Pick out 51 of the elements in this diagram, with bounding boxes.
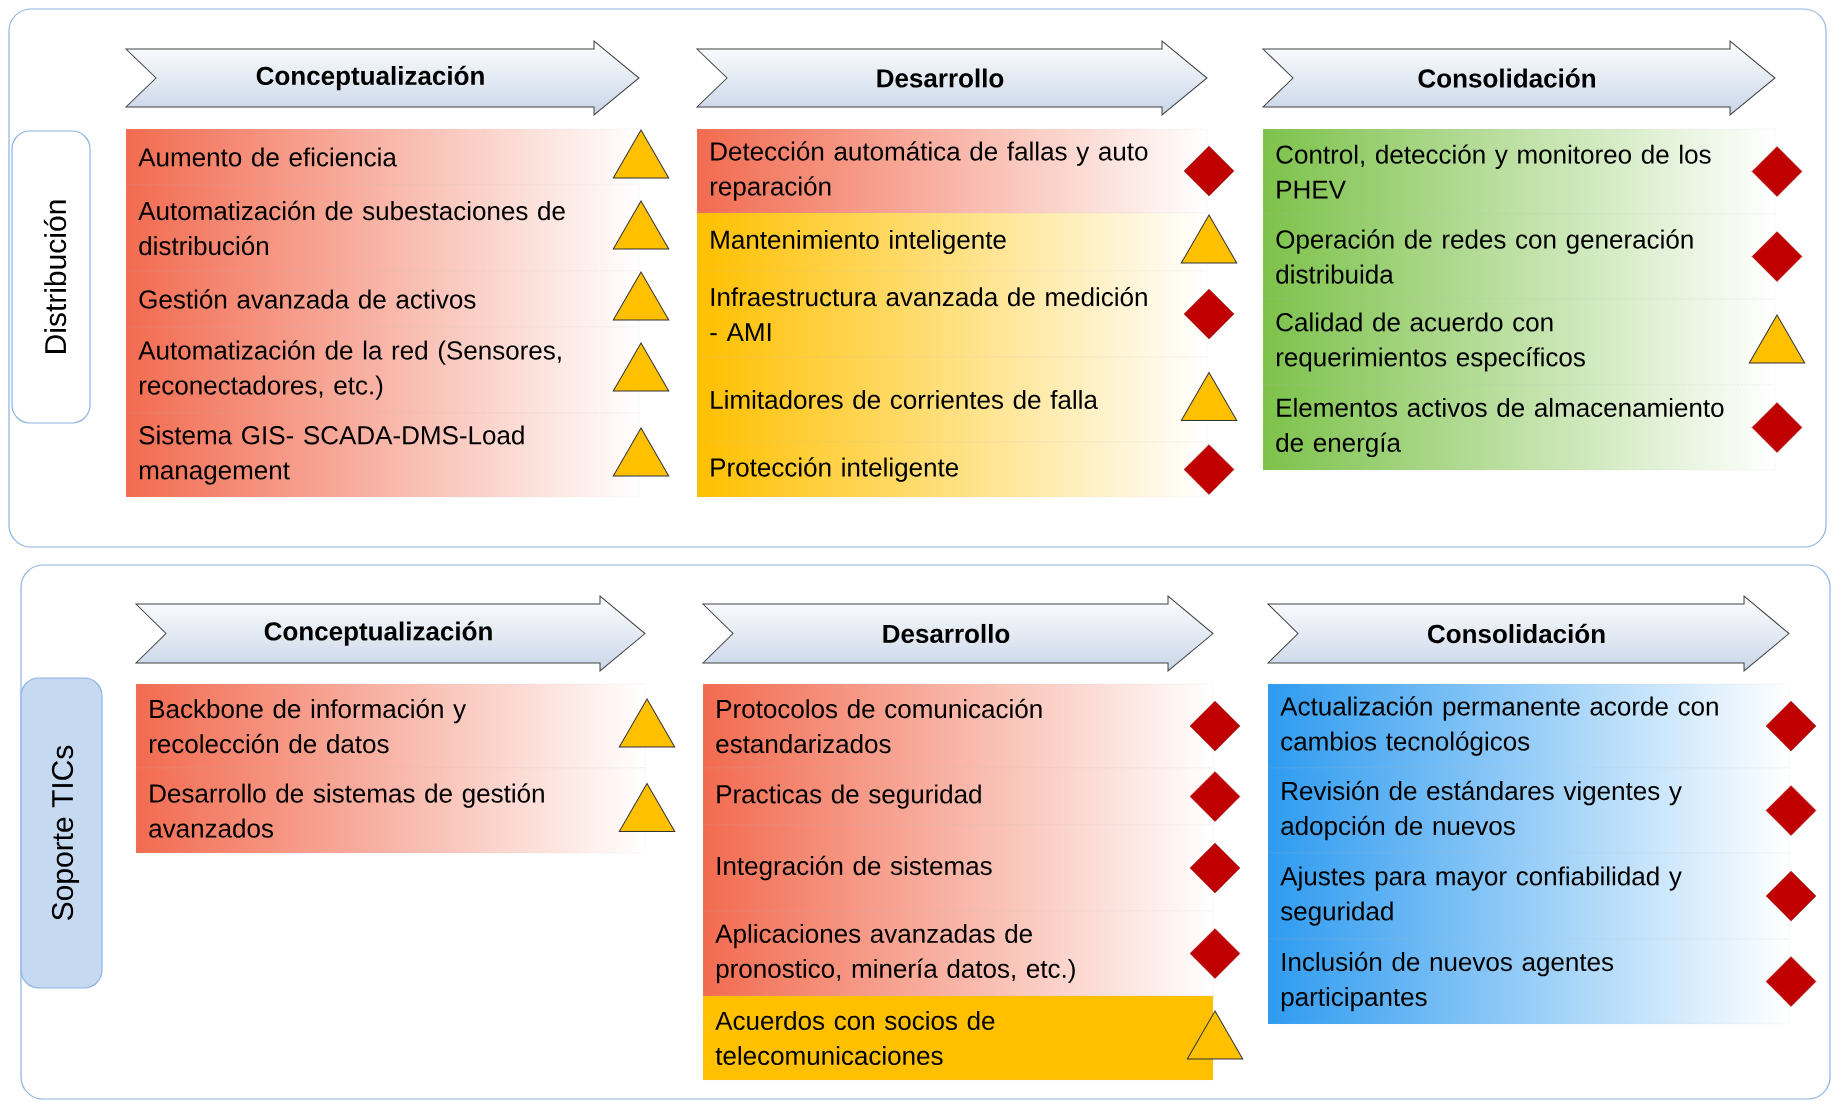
task-row: Automatización de subestaciones de distribución (125, 184, 640, 272)
diamond-icon (1765, 700, 1817, 752)
task-row: Detección automática de fallas y auto reparación (696, 128, 1208, 214)
triangle-icon (612, 129, 670, 179)
task-row: Gestión avanzada de activos (125, 270, 640, 328)
diamond-icon (1751, 402, 1803, 453)
task-row: Control, detección y monitoreo de los PHEV (1262, 128, 1776, 215)
task-row: Revisión de estándares vigentes y adopción de nuevos (1267, 767, 1790, 854)
triangle-icon (1186, 1010, 1244, 1060)
diamond-icon (1765, 785, 1817, 836)
task-row: Ajustes para mayor confiabilidad y seguridad (1267, 852, 1790, 940)
task-row: Protocolos de comunicación estandarizados (702, 683, 1214, 769)
task-row: Aumento de eficiencia (125, 128, 640, 186)
triangle-icon (612, 271, 670, 321)
diamond-icon (1183, 444, 1235, 495)
task-row: Operación de redes con generación distribuida (1262, 213, 1776, 300)
triangle-icon (1180, 214, 1238, 264)
task-row: Integración de sistemas (702, 824, 1214, 912)
task-row: Mantenimiento inteligente (696, 212, 1208, 272)
task-row: Sistema GIS- SCADA-DMS-Load management (125, 412, 640, 498)
diamond-icon (1751, 231, 1803, 282)
task-row: Automatización de la red (Sensores, reconectadores, etc.) (125, 326, 640, 414)
task-row: Inclusión de nuevos agentes participantes (1267, 938, 1790, 1025)
triangle-icon (618, 698, 676, 748)
diamond-icon (1189, 842, 1241, 894)
task-row: Actualización permanente acorde con cambios tecnológicos (1267, 683, 1790, 769)
task-row: Infraestructura avanzada de medición - AMI (696, 270, 1208, 358)
triangle-icon (1748, 314, 1806, 364)
diamond-icon (1189, 771, 1241, 822)
triangle-icon (618, 783, 676, 832)
diamond-icon (1183, 288, 1235, 340)
side-tab: Distribución (11, 130, 91, 424)
task-row: Aplicaciones avanzadas de pronostico, minería datos, etc.) (702, 910, 1214, 997)
side-tab: Soporte TICs (20, 677, 103, 989)
triangle-icon (612, 200, 670, 250)
diamond-icon (1765, 870, 1817, 922)
triangle-icon (612, 427, 670, 477)
task-row: Limitadores de corrientes de falla (696, 356, 1208, 443)
task-row: Desarrollo de sistemas de gestión avanzados (135, 767, 646, 854)
diamond-icon (1751, 146, 1803, 197)
task-row: Protección inteligente (696, 441, 1208, 498)
diamond-icon (1189, 928, 1241, 979)
triangle-icon (612, 342, 670, 392)
diamond-icon (1183, 145, 1235, 197)
triangle-icon (1180, 372, 1238, 421)
task-row: Practicas de seguridad (702, 767, 1214, 826)
diamond-icon (1765, 956, 1817, 1007)
task-row: Backbone de información y recolección de datos (135, 683, 646, 769)
task-row: Calidad de acuerdo con requerimientos específicos (1262, 298, 1776, 386)
task-row: Elementos activos de almacenamiento de energía (1262, 384, 1776, 471)
diamond-icon (1189, 700, 1241, 752)
